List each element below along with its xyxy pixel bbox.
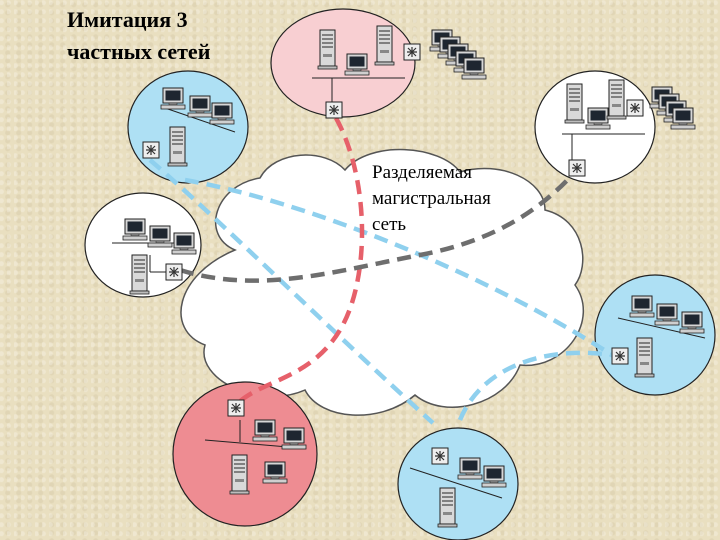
computer-icon xyxy=(281,427,307,450)
title-line-2: частных сетей xyxy=(67,39,211,64)
computer-icon xyxy=(160,87,186,110)
computer-icon xyxy=(209,102,235,125)
computer-icon xyxy=(147,225,173,248)
server-icon xyxy=(564,83,585,124)
server-icon xyxy=(374,25,395,66)
blue-links xyxy=(148,158,614,425)
computer-icon xyxy=(171,232,197,255)
network-bottom-left xyxy=(172,381,318,527)
router-icon xyxy=(626,99,644,117)
router-icon xyxy=(227,399,245,417)
server-icon xyxy=(317,29,338,70)
computer-icon xyxy=(679,311,705,334)
computer-icon xyxy=(585,107,611,130)
computer-icon xyxy=(344,53,370,76)
router-icon xyxy=(611,347,629,365)
server-icon xyxy=(129,254,150,295)
right-devices xyxy=(611,295,706,378)
computer-icon xyxy=(654,303,680,326)
red-links xyxy=(234,116,365,407)
computer-icon xyxy=(262,461,288,484)
server-icon xyxy=(167,126,188,167)
computer-icon xyxy=(670,107,696,130)
diagram-title: Имитация 3 частных сетей xyxy=(67,4,210,68)
computer-icon xyxy=(252,419,278,442)
bottom-left-devices xyxy=(204,399,307,495)
gray-links xyxy=(179,170,577,283)
computer-icon xyxy=(481,465,507,488)
network-right xyxy=(594,274,716,396)
top-left-devices xyxy=(142,87,236,167)
router-icon xyxy=(165,263,183,281)
computer-icon xyxy=(629,295,655,318)
router-icon xyxy=(568,159,586,177)
router-icon xyxy=(431,447,449,465)
computer-icon xyxy=(122,218,148,241)
bottom-center-devices xyxy=(409,447,507,528)
router-icon xyxy=(325,101,343,119)
server-icon xyxy=(437,487,458,528)
server-icon xyxy=(634,337,655,378)
computer-icon xyxy=(461,57,487,80)
backbone-label-line-2: магистральная xyxy=(372,188,491,209)
router-icon xyxy=(403,43,421,61)
server-icon xyxy=(229,454,250,495)
computer-icon xyxy=(187,95,213,118)
backbone-label-line-3: сеть xyxy=(372,214,407,235)
left-devices xyxy=(112,218,197,295)
router-icon xyxy=(142,141,160,159)
backbone-label-line-1: Разделяемая xyxy=(372,162,472,183)
top-center-devices xyxy=(312,25,487,119)
computer-icon xyxy=(457,457,483,480)
network-top-left xyxy=(127,70,249,184)
title-line-1: Имитация 3 xyxy=(67,7,188,32)
top-right-devices xyxy=(562,79,696,177)
backbone-label: Разделяемая магистральная сеть xyxy=(372,160,491,238)
server-icon xyxy=(606,79,627,120)
